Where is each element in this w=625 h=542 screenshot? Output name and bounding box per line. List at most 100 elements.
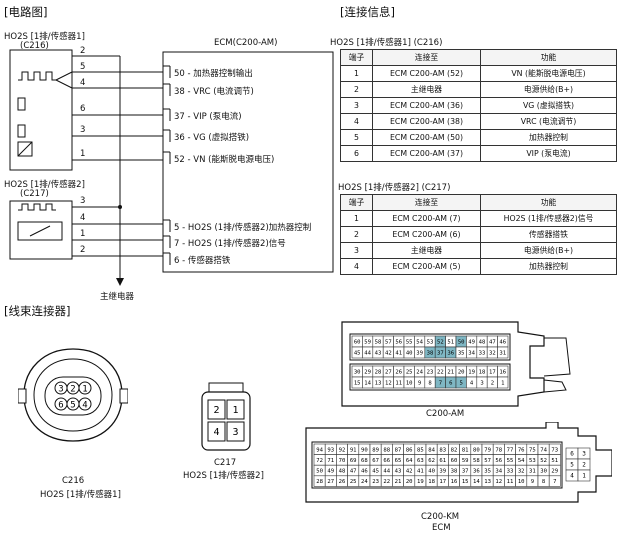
pin-number: 49: [327, 468, 334, 474]
table-cell: 主继电器: [372, 81, 481, 98]
pin-number: 93: [327, 447, 334, 453]
sensor2-pin: 3: [80, 196, 86, 206]
pin-number: 53: [529, 458, 536, 464]
connector-c216: 3 2 1 6 5 4: [18, 348, 128, 442]
ecm-pin-label: 36 - VG (虚拟搭铁): [174, 133, 250, 143]
pin-number: 5: [570, 462, 574, 469]
pin-number: 17: [489, 369, 496, 375]
pin-number: 51: [551, 458, 558, 464]
pin-number: 62: [428, 458, 435, 464]
pin-number: 64: [406, 458, 413, 464]
table-cell: VRC (电流调节): [480, 113, 617, 130]
pin-number: 45: [372, 468, 379, 474]
table-cell: 加热器控制: [480, 129, 617, 146]
pin-number: 53: [427, 339, 434, 345]
pin-number: 83: [439, 447, 446, 453]
pin-number: 42: [385, 350, 392, 356]
pin-number: 23: [427, 369, 434, 375]
pin-number: 15: [354, 380, 361, 386]
table-cell: ECM C200-AM (37): [372, 145, 481, 162]
pin-number: 94: [316, 447, 323, 453]
pin-number: 1: [501, 380, 504, 386]
c200-am-label: C200-AM: [426, 409, 465, 419]
pin-number: 80: [473, 447, 480, 453]
sensor2-pin: 2: [80, 245, 86, 255]
c217-pin-label: 2: [213, 405, 219, 416]
pin-cell: [548, 475, 561, 487]
pin-number: 47: [489, 339, 496, 345]
c216-pin-label: 6: [58, 401, 63, 411]
pin-number: 33: [479, 350, 486, 356]
ecm-pin-label: 37 - VIP (泵电流): [174, 112, 242, 122]
pin-number: 2: [491, 380, 494, 386]
pin-number: 35: [458, 350, 465, 356]
c200-km-sub: ECM: [432, 523, 451, 533]
pin-number: 82: [451, 447, 458, 453]
pin-number: 38: [427, 350, 434, 356]
pin-number: 10: [518, 479, 525, 485]
pin-number: 10: [406, 380, 413, 386]
table-cell: 主继电器: [372, 242, 481, 259]
pin-number: 28: [375, 369, 382, 375]
c216-pin-label: 3: [58, 385, 63, 395]
pin-number: 65: [395, 458, 402, 464]
table-header: 端子: [340, 49, 373, 66]
pin-number: 52: [437, 339, 444, 345]
pin-number: 12: [495, 479, 502, 485]
pin-number: 70: [339, 458, 346, 464]
pin-number: 11: [395, 380, 402, 386]
main-relay-label: 主继电器: [100, 292, 135, 302]
c216-pin-label: 1: [82, 385, 87, 395]
c216-code: C216: [62, 476, 85, 486]
pin-number: 48: [339, 468, 346, 474]
pin-number: 60: [354, 339, 361, 345]
sensor1-pin: 3: [80, 125, 86, 135]
pin-number: 4: [570, 473, 574, 480]
pin-number: 45: [354, 350, 361, 356]
table-header: 功能: [480, 194, 617, 211]
table-header-row: 端子 连接至 功能: [340, 194, 617, 211]
table-cell: ECM C200-AM (36): [372, 97, 481, 114]
pin-number: 39: [416, 350, 423, 356]
c217-pin-label: 4: [213, 427, 219, 438]
pin-number: 22: [383, 479, 390, 485]
pin-number: 89: [372, 447, 379, 453]
pin-number: 26: [339, 479, 346, 485]
pin-number: 88: [383, 447, 390, 453]
pin-number: 59: [462, 458, 469, 464]
table-cell: VG (虚拟搭铁): [480, 97, 617, 114]
pin-number: 9: [418, 380, 421, 386]
sensor2-title: HO2S [1排/传感器2]: [4, 180, 85, 190]
pin-number: 5: [460, 380, 463, 386]
c217-name: HO2S [1排/传感器2]: [183, 471, 264, 481]
ecm-pin-label: 38 - VRC (电流调节): [174, 87, 254, 97]
pin-number: 40: [406, 350, 413, 356]
table-cell: 加热器控制: [480, 258, 617, 275]
pin-number: 6: [570, 451, 574, 458]
pin-number: 3: [582, 451, 586, 458]
pin-number: 3: [480, 380, 483, 386]
section-connection-info: [连接信息]: [340, 5, 395, 19]
pin-number: 46: [361, 468, 368, 474]
pin-number: 25: [350, 479, 357, 485]
pin-number: 84: [428, 447, 435, 453]
table-header: 功能: [480, 49, 617, 66]
table-cell: 2: [340, 81, 373, 98]
pin-number: 57: [385, 339, 392, 345]
c216-pin-label: 4: [82, 401, 87, 411]
pin-number: 41: [395, 350, 402, 356]
pin-number: 19: [468, 369, 475, 375]
pin-number: 56: [495, 458, 502, 464]
pin-number: 20: [406, 479, 413, 485]
pin-number: 39: [439, 468, 446, 474]
pin-number: 91: [350, 447, 357, 453]
